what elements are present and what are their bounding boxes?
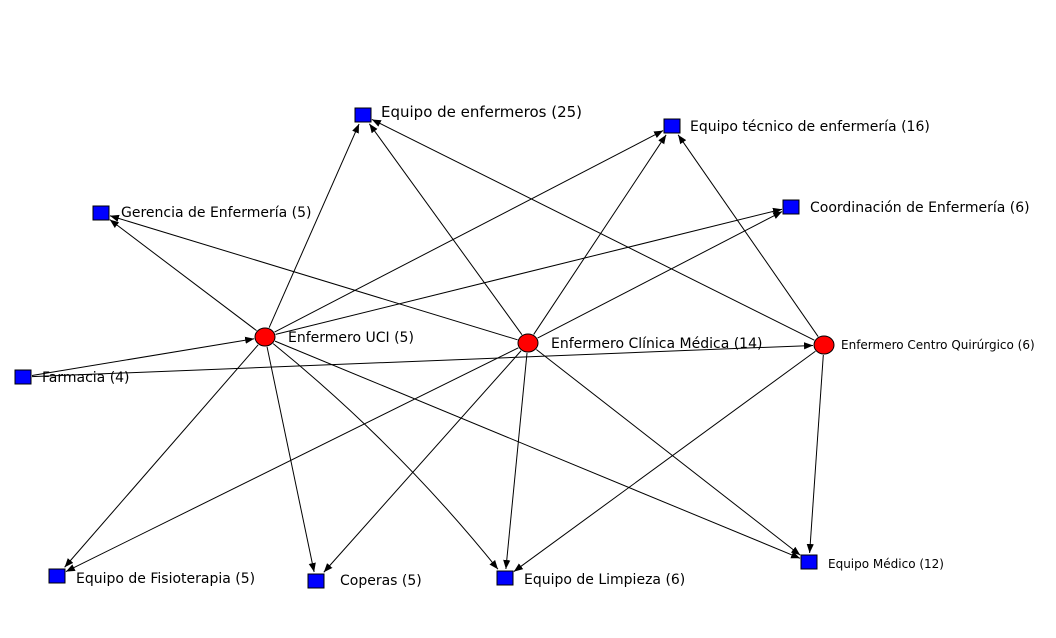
edge-quirurgico-to-medico (806, 354, 824, 554)
edge-uci-to-gerencia (109, 219, 257, 332)
edge-clinica-to-medico (536, 349, 801, 556)
edge-uci-to-coperas (266, 346, 316, 573)
edge-clinica-to-coordinacion (537, 211, 783, 339)
edge-uci-to-enfermeros (268, 123, 360, 328)
node-fisioterapia-square (48, 568, 66, 584)
node-farmacia-label: Farmacia (4) (42, 370, 130, 386)
node-medico-label: Equipo Médico (12) (828, 557, 944, 571)
edges (31, 118, 824, 573)
node-uci-label: Enfermero UCI (5) (288, 330, 414, 346)
edge-farmacia-to-uci (31, 336, 255, 377)
node-clinica-label: Enfermero Clínica Médica (14) (551, 336, 762, 352)
edge-uci-to-fisioterapia (64, 344, 259, 568)
edge-quirurgico-to-tecnico (677, 134, 819, 337)
node-coperas-label: Coperas (5) (340, 573, 422, 589)
edge-quirurgico-to-limpieza (513, 350, 816, 572)
edge-quirurgico-to-enfermeros (371, 118, 815, 341)
edge-clinica-to-limpieza (503, 352, 528, 570)
edge-clinica-to-tecnico (533, 134, 667, 335)
node-coperas-square (307, 573, 325, 589)
node-limpieza-label: Equipo de Limpieza (6) (524, 572, 685, 588)
node-gerencia-square (92, 205, 110, 221)
node-clinica-circle (517, 333, 539, 353)
node-coordinacion-square (782, 199, 800, 215)
node-gerencia-label: Gerencia de Enfermería (5) (121, 205, 312, 221)
edge-clinica-to-coperas (323, 350, 522, 573)
edge-uci-to-tecnico (274, 130, 664, 333)
node-quirurgico-circle (813, 335, 835, 355)
node-uci-circle (254, 327, 276, 347)
edge-clinica-to-fisioterapia (65, 347, 519, 573)
node-farmacia-square (14, 369, 32, 385)
node-limpieza-square (496, 570, 514, 586)
node-enfermeros-label: Equipo de enfermeros (25) (381, 103, 582, 121)
edge-uci-to-medico (274, 340, 801, 559)
node-fisioterapia-label: Equipo de Fisioterapia (5) (76, 571, 255, 587)
node-coordinacion-label: Coordinación de Enfermería (6) (810, 200, 1030, 216)
edge-clinica-to-enfermeros (368, 123, 523, 335)
edge-clinica-to-gerencia (109, 214, 518, 341)
labels: Enfermero UCI (5) Enfermero Clínica Médic… (42, 103, 1035, 589)
edge-farmacia-to-quirurgico (31, 342, 814, 378)
edge-uci-to-coordinacion (275, 207, 783, 335)
node-tecnico-square (663, 118, 681, 134)
nodes (14, 107, 835, 589)
edge-uci-to-limpieza (272, 343, 499, 570)
node-medico-square (800, 554, 818, 570)
node-quirurgico-label: Enfermero Centro Quirúrgico (6) (841, 338, 1035, 352)
node-tecnico-label: Equipo técnico de enfermería (16) (690, 119, 930, 135)
node-enfermeros-square (354, 107, 372, 123)
